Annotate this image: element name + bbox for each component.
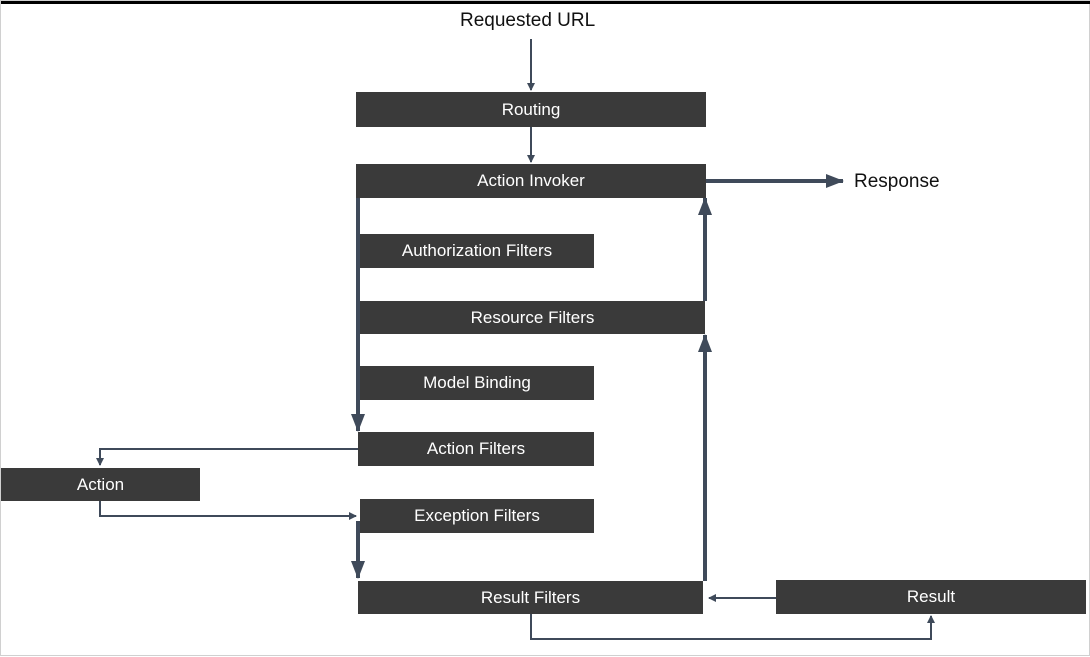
model-binding-box: Model Binding [360,366,594,400]
result-box: Result [776,580,1086,614]
arrow-action-filters-to-action [96,448,358,466]
action-filters-box: Action Filters [358,432,594,466]
action-box: Action [1,468,200,501]
routing-box: Routing [356,92,706,127]
resource-filters-box: Resource Filters [360,301,705,334]
requested-url-label: Requested URL [460,10,596,31]
arrow-result-filters-to-result [530,614,935,640]
exception-filters-box: Exception Filters [360,499,594,533]
action-invoker-box: Action Invoker [356,164,706,198]
result-filters-box: Result Filters [358,581,703,614]
authorization-filters-box: Authorization Filters [360,234,594,268]
top-border [1,1,1090,4]
arrow-action-to-exception-filters [99,501,357,520]
response-label: Response [854,171,940,192]
